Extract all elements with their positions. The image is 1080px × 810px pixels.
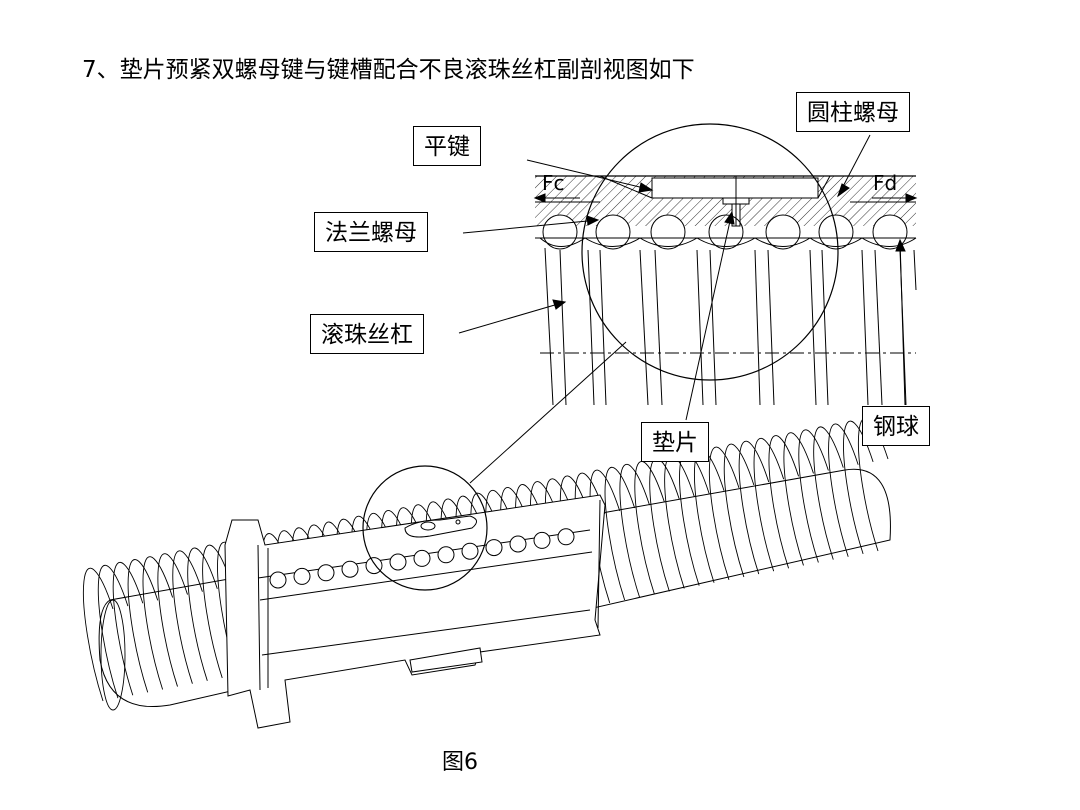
thread-ridge [768, 435, 800, 569]
screw-end-cap [100, 599, 126, 711]
thread-ridge [127, 559, 159, 693]
nut-ball [389, 553, 407, 571]
nut-ball [293, 567, 311, 585]
thread-ridge [738, 440, 770, 575]
label-cylindrical-nut: 圆柱螺母 [796, 92, 910, 132]
ball-screw-isometric [82, 417, 891, 729]
thread-ridge [604, 466, 636, 601]
label-shim: 垫片 [641, 422, 709, 462]
nut-ball [269, 571, 287, 589]
thread-ridge [619, 463, 650, 598]
label-steel-ball: 钢球 [862, 406, 930, 446]
thread-ridge [82, 567, 114, 702]
thread-ridge [649, 458, 680, 592]
force-label-fc: Fc [542, 171, 565, 195]
nut-ball [317, 564, 335, 582]
thread-ridge [172, 550, 203, 684]
thread-ridge [843, 420, 874, 555]
thread-ridge [142, 556, 174, 690]
thread-ridge [783, 432, 814, 566]
page-title: 7、垫片预紧双螺母键与键槽配合不良滚珠丝杠副剖视图如下 [82, 57, 695, 83]
nut-ball [341, 560, 359, 578]
label-flange-nut: 法兰螺母 [314, 212, 428, 252]
label-flat-key: 平键 [413, 126, 481, 166]
thread-ridge [634, 460, 665, 595]
thread-ridge [723, 443, 755, 578]
thread-ridge [202, 544, 233, 679]
nut-ball [509, 535, 527, 553]
force-label-fd: Fd [873, 171, 897, 195]
thread-ridge [694, 449, 725, 583]
thread-ridge [664, 455, 695, 589]
steel-balls-row [542, 214, 908, 250]
figure-caption: 图6 [442, 750, 478, 775]
thread-ridge [798, 429, 829, 563]
nut-ball [485, 539, 503, 557]
thread-ridge [828, 423, 859, 557]
nut-ball [365, 557, 383, 575]
thread-ridge [679, 452, 710, 586]
nut-ball [437, 546, 455, 564]
nut-ball [413, 549, 431, 567]
label-ball-screw: 滚珠丝杠 [310, 314, 424, 354]
nut-ball [533, 531, 551, 549]
screw-thread-lines [544, 247, 917, 406]
flat-key-shape [651, 177, 819, 199]
thread-ridge [157, 553, 188, 687]
nut-ball [461, 542, 479, 560]
nut-ball [557, 528, 575, 546]
thread-ridge [708, 446, 740, 580]
thread-ridge [753, 437, 785, 572]
thread-ridge [813, 426, 844, 560]
cross-section-view [533, 123, 918, 406]
thread-ridge [97, 564, 129, 699]
thread-ridge [187, 547, 218, 681]
thread-ridge [112, 561, 144, 696]
